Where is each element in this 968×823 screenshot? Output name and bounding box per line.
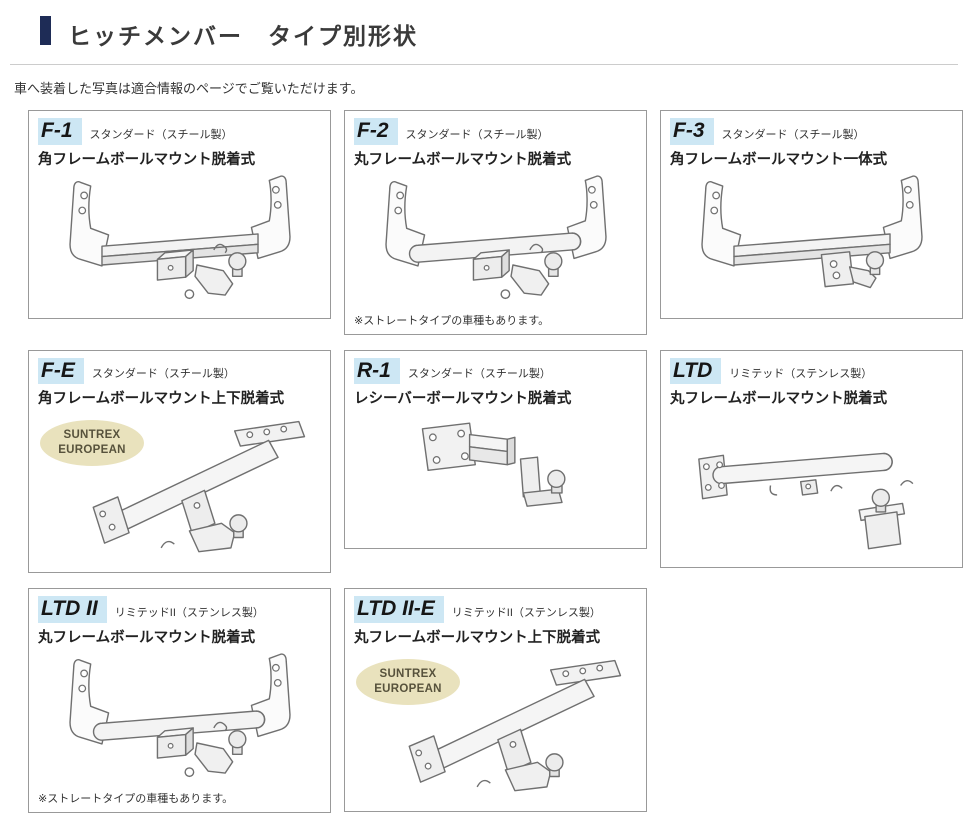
card-head: F-E スタンダード（スチール製）: [38, 357, 321, 385]
type-description: 角フレームボールマウント上下脱着式: [38, 391, 285, 408]
drawing-area: SUNTREX EUROPEAN: [38, 410, 321, 566]
type-code: F-1: [38, 118, 82, 145]
type-category: スタンダード（スチール製）: [721, 128, 865, 141]
card-head: LTD II-E リミテッドII（ステンレス製）: [354, 596, 637, 623]
hitch-drawing-square-frame: [48, 171, 312, 312]
type-category: リミテッドII（ステンレス製）: [114, 606, 264, 619]
type-description: 角フレームボールマウント脱着式: [38, 151, 256, 168]
type-category: スタンダード（スチール製）: [91, 368, 235, 381]
type-description: 角フレームボールマウント一体式: [670, 151, 888, 168]
drawing-area: [354, 171, 637, 312]
badge-line: EUROPEAN: [374, 682, 442, 695]
type-code: F-3: [670, 118, 714, 145]
type-code: R-1: [354, 357, 400, 385]
type-card-f2: F-2 スタンダード（スチール製） 丸フレームボールマウント脱着式 ※ストレート…: [344, 110, 647, 335]
type-card-f1: F-1 スタンダード（スチール製） 角フレームボールマウント脱着式: [28, 110, 331, 319]
type-code: LTD: [670, 357, 722, 385]
type-category: スタンダード（スチール製）: [405, 128, 549, 141]
type-category: スタンダード（スチール製）: [407, 368, 551, 381]
type-description: 丸フレームボールマウント脱着式: [354, 151, 572, 168]
page-header: ヒッチメンバー タイプ別形状: [10, 13, 958, 65]
type-card-r1: R-1 スタンダード（スチール製） レシーバーボールマウント脱着式: [344, 349, 647, 550]
card-head: R-1 スタンダード（スチール製）: [354, 357, 637, 385]
type-code: F-E: [38, 357, 84, 385]
drawing-area: [670, 410, 953, 561]
type-grid: F-1 スタンダード（スチール製） 角フレームボールマウント脱着式 F-2 スタ…: [28, 110, 963, 813]
hitch-drawing-tube-frame: [680, 410, 944, 561]
hitch-drawing-round-frame: [364, 171, 628, 312]
title-accent-bar: [40, 16, 51, 45]
page-title: ヒッチメンバー タイプ別形状: [68, 23, 418, 49]
drawing-area: [670, 171, 953, 312]
badge-line: EUROPEAN: [58, 444, 126, 457]
drawing-area: [354, 410, 637, 542]
type-card-ltd2: LTD II リミテッドII（ステンレス製） 丸フレームボールマウント脱着式 ※…: [28, 588, 331, 813]
type-description: 丸フレームボールマウント脱着式: [670, 391, 888, 408]
type-code: LTD II: [38, 596, 107, 623]
type-description: 丸フレームボールマウント脱着式: [38, 629, 256, 646]
card-head: LTD リミテッド（ステンレス製）: [670, 357, 953, 385]
hitch-drawing-receiver: [364, 410, 628, 542]
type-code: LTD II-E: [354, 596, 444, 623]
type-description: レシーバーボールマウント脱着式: [354, 391, 572, 408]
badge-line: SUNTREX: [379, 667, 437, 680]
type-category: スタンダード（スチール製）: [89, 128, 233, 141]
type-note: ※ストレートタイプの車種もあります。: [354, 314, 550, 327]
suntrex-european-badge: SUNTREX EUROPEAN: [356, 658, 460, 705]
type-note: ※ストレートタイプの車種もあります。: [38, 792, 234, 805]
card-head: LTD II リミテッドII（ステンレス製）: [38, 596, 321, 623]
drawing-area: [38, 649, 321, 790]
card-head: F-2 スタンダード（スチール製）: [354, 118, 637, 145]
type-card-f3: F-3 スタンダード（スチール製） 角フレームボールマウント一体式: [660, 110, 963, 319]
type-card-fe: F-E スタンダード（スチール製） 角フレームボールマウント上下脱着式 SUNT…: [28, 349, 331, 574]
hitch-drawing-round-frame: [48, 649, 312, 790]
type-description: 丸フレームボールマウント上下脱着式: [354, 629, 601, 646]
suntrex-european-badge: SUNTREX EUROPEAN: [40, 420, 144, 467]
card-head: F-1 スタンダード（スチール製）: [38, 118, 321, 145]
card-head: F-3 スタンダード（スチール製）: [670, 118, 953, 145]
hitch-drawing-integrated-frame: [680, 171, 944, 312]
type-card-ltd: LTD リミテッド（ステンレス製） 丸フレームボールマウント脱着式: [660, 349, 963, 569]
badge-line: SUNTREX: [63, 429, 121, 442]
type-code: F-2: [354, 118, 398, 145]
type-category: リミテッド（ステンレス製）: [729, 368, 873, 381]
drawing-area: SUNTREX EUROPEAN: [354, 649, 637, 805]
drawing-area: [38, 171, 321, 312]
page-subtitle: 車へ装着した写真は適合情報のページでご覧いただけます。: [14, 81, 364, 96]
type-category: リミテッドII（ステンレス製）: [451, 606, 601, 619]
page: ヒッチメンバー タイプ別形状 車へ装着した写真は適合情報のページでご覧いただけま…: [0, 13, 968, 813]
type-card-ltd2e: LTD II-E リミテッドII（ステンレス製） 丸フレームボールマウント上下脱…: [344, 588, 647, 812]
